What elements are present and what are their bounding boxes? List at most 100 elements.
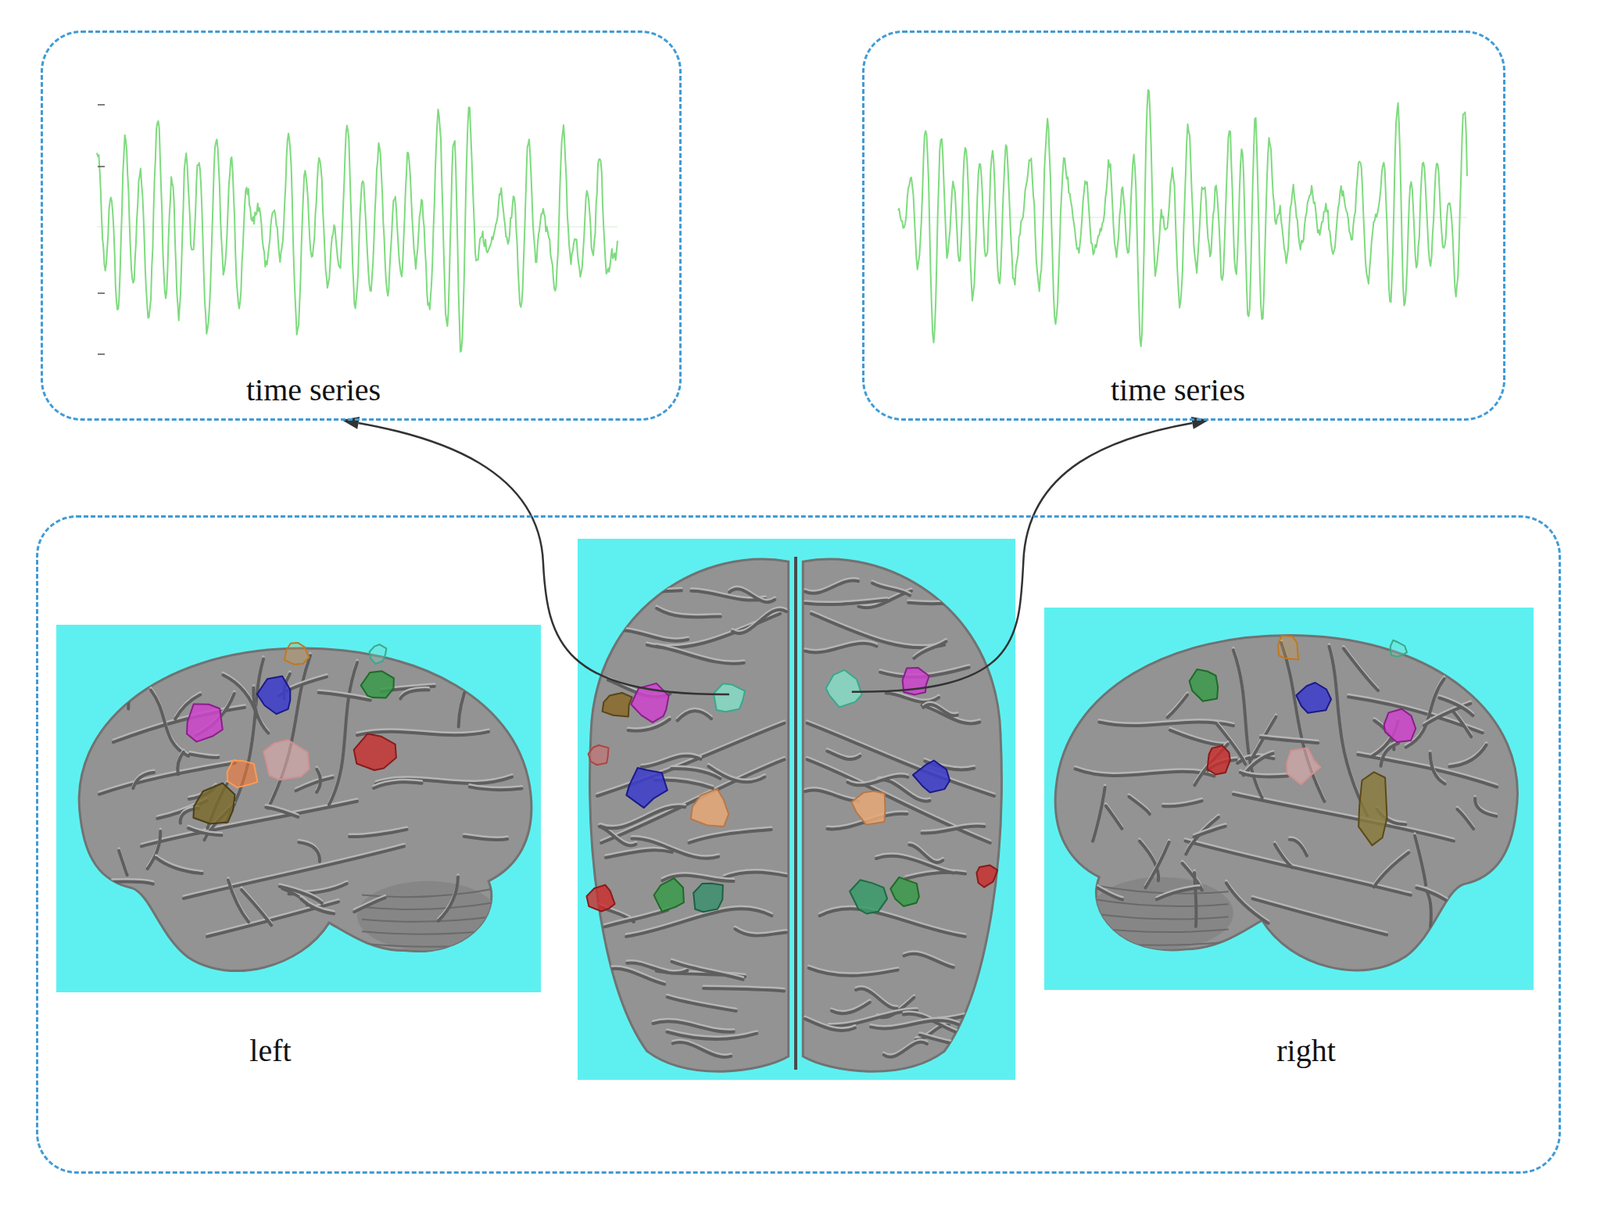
- sulcus: [805, 600, 888, 605]
- roi-patch: [690, 788, 730, 827]
- gyrus-highlight: [1226, 880, 1269, 921]
- roi-patch: [1390, 640, 1407, 657]
- cerebellum-fold: [1089, 927, 1229, 932]
- sulcus: [156, 857, 203, 874]
- axis-tick: [97, 353, 105, 355]
- gyrus-highlight: [1185, 838, 1411, 893]
- sulcus: [1106, 805, 1123, 829]
- sulcus: [632, 837, 720, 858]
- sulcus: [228, 880, 249, 923]
- cyan-background: [1044, 607, 1534, 990]
- gyrus-highlight: [1474, 795, 1497, 814]
- gyrus-highlight: [672, 959, 744, 978]
- sulcus: [908, 598, 974, 605]
- dashed-panel: time series: [862, 30, 1506, 421]
- axis-tick: [97, 165, 105, 168]
- sulcus: [373, 781, 422, 788]
- gyrus-highlight: [597, 568, 669, 585]
- sulcus: [597, 723, 784, 796]
- sulcus: [469, 786, 523, 790]
- sulcus: [1156, 887, 1200, 899]
- roi-patch: [284, 642, 310, 665]
- cerebellum: [357, 880, 498, 951]
- cerebellum-fold: [361, 943, 498, 947]
- cerebellum: [1089, 876, 1234, 949]
- roi-patch: [193, 783, 235, 824]
- eeg-waveform: [898, 89, 1468, 347]
- panel-label: time series: [1107, 372, 1249, 409]
- longitudinal-fissure: [794, 556, 798, 1070]
- sulcus: [913, 640, 946, 659]
- gyrus-highlight: [597, 720, 784, 794]
- brain-folds: [805, 577, 995, 1056]
- sulcus: [641, 755, 702, 767]
- gyrus-highlight: [908, 596, 974, 602]
- sulcus: [703, 987, 784, 991]
- roi-patch: [713, 683, 745, 712]
- sulcus: [667, 996, 737, 1011]
- roi-patch: [851, 791, 885, 825]
- sulcus: [677, 710, 713, 720]
- roi-patch: [354, 733, 397, 770]
- sulcus: [329, 662, 358, 805]
- brain-folds: [61, 652, 523, 950]
- sulcus: [604, 909, 668, 928]
- sulcus: [177, 751, 184, 775]
- sulcus: [905, 872, 966, 879]
- sulcus: [1274, 844, 1293, 868]
- sulcus: [188, 827, 222, 835]
- brain-lateral: [78, 647, 532, 971]
- roi-patch: [849, 879, 888, 913]
- sulcus: [876, 855, 954, 874]
- sulcus: [1416, 887, 1464, 913]
- sulcus: [118, 850, 128, 875]
- gyrus-highlight: [61, 685, 110, 698]
- sulcus: [734, 928, 787, 936]
- sulcus: [1085, 880, 1123, 900]
- sulcus: [805, 1018, 856, 1031]
- sulcus: [438, 876, 459, 921]
- dashed-panel: time series: [40, 30, 682, 421]
- gyrus-highlight: [1274, 841, 1293, 866]
- roi-patch: [1295, 682, 1332, 713]
- roi-patch: [693, 883, 724, 913]
- sulcus: [723, 871, 787, 877]
- gyrus-highlight: [207, 898, 339, 934]
- cerebellum-fold: [1089, 941, 1229, 945]
- sulcus: [279, 886, 323, 903]
- gyrus-highlight: [919, 1032, 988, 1048]
- sulcus: [872, 583, 910, 596]
- roi-patch: [602, 692, 633, 716]
- sulcus: [354, 897, 385, 912]
- roi-patch: [1207, 745, 1231, 775]
- sulcus: [1226, 882, 1269, 924]
- sulcus: [298, 841, 320, 862]
- sulcus: [265, 807, 298, 817]
- sulcus: [296, 777, 333, 792]
- sulcus: [89, 684, 113, 705]
- sulcus: [1252, 898, 1388, 935]
- curved-arrow: [341, 416, 730, 695]
- sulcus: [400, 689, 429, 698]
- panel-label: right: [1273, 1032, 1339, 1069]
- roi-patch: [976, 864, 998, 887]
- sulcus: [1374, 851, 1410, 887]
- sulcus: [805, 643, 877, 653]
- gyrus-highlight: [807, 720, 995, 794]
- sulcus: [1075, 768, 1215, 776]
- sulcus: [729, 588, 775, 602]
- brain-hemisphere: [802, 558, 1002, 1071]
- gyrus-highlight: [1085, 878, 1123, 898]
- sulcus: [147, 830, 162, 869]
- roi-patch: [890, 876, 920, 906]
- cerebellum-fold: [361, 901, 498, 909]
- sulcus: [1492, 694, 1522, 702]
- sulcus: [1145, 841, 1169, 888]
- cerebellum-fold: [361, 915, 498, 922]
- sulcus: [1194, 826, 1226, 838]
- sulcus: [357, 731, 489, 735]
- axis-tick: [97, 103, 105, 106]
- sulcus: [597, 586, 682, 592]
- sulcus: [1289, 839, 1307, 856]
- sulcus: [318, 692, 371, 701]
